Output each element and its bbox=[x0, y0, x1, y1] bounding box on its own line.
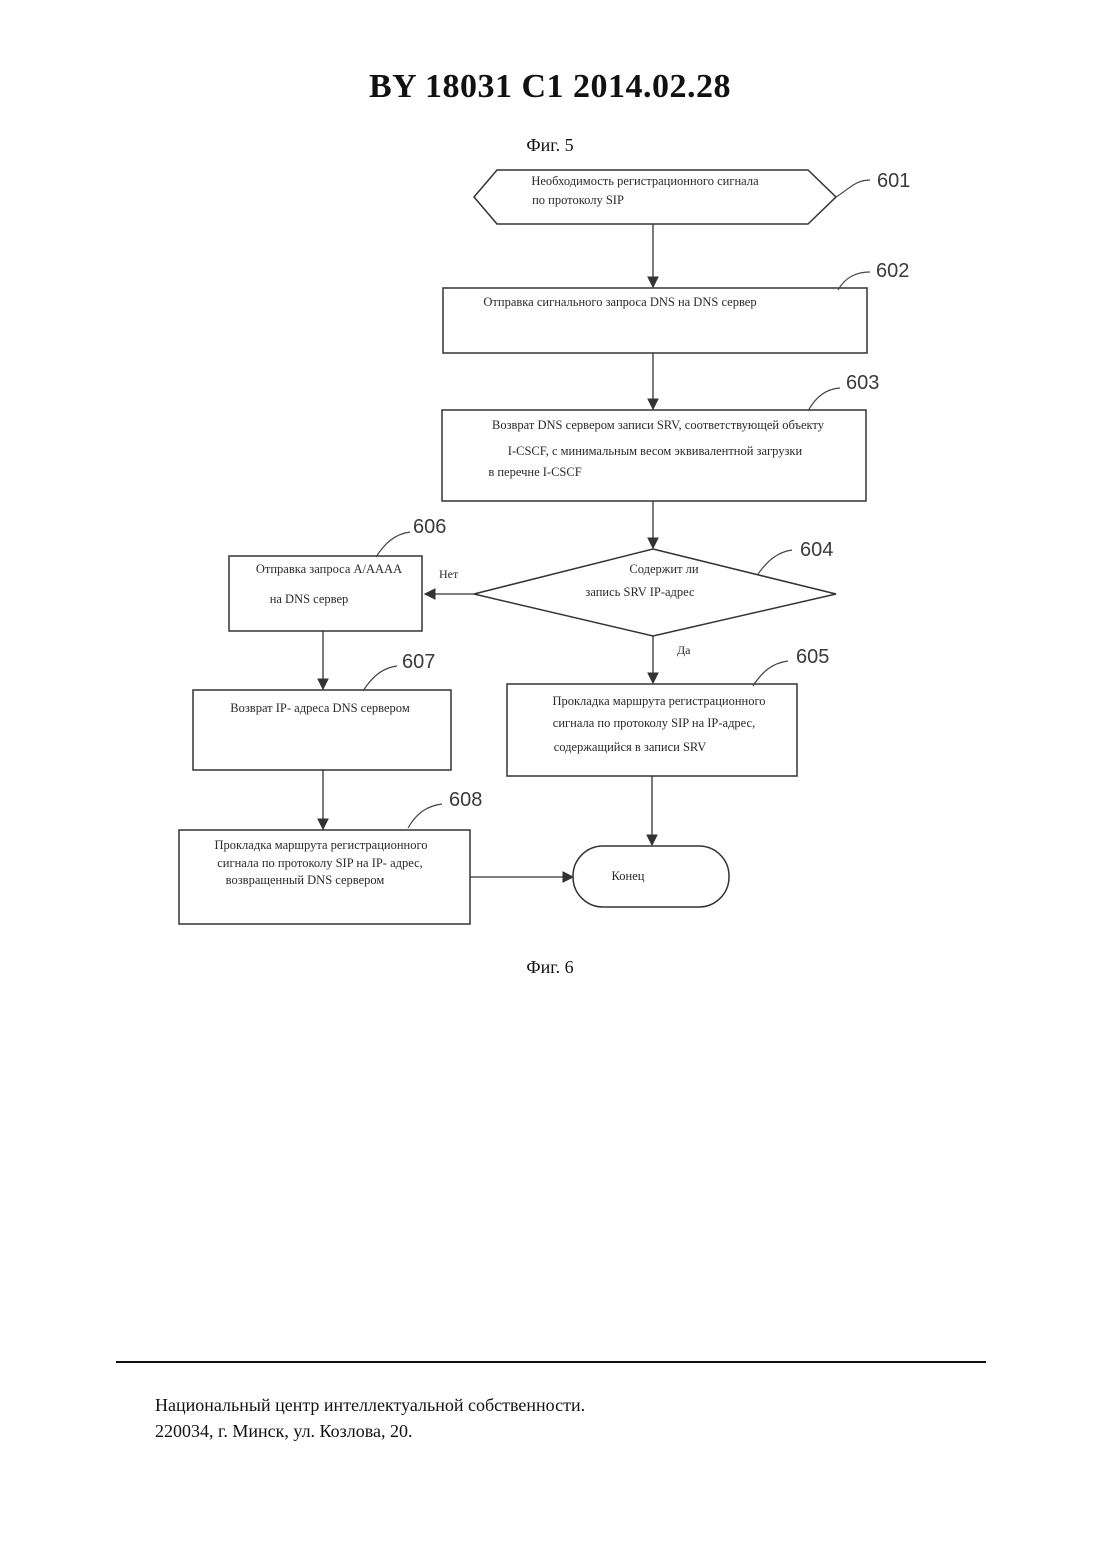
node-608-line-3: возвращенный DNS сервером bbox=[226, 873, 385, 887]
ref-602: 602 bbox=[876, 260, 909, 282]
node-end-label: Конец bbox=[612, 869, 645, 883]
ref-606: 606 bbox=[413, 516, 446, 538]
node-602-line-1: Отправка сигнального запроса DNS на DNS … bbox=[483, 295, 756, 309]
node-607-line-1: Возврат IP- адреса DNS сервером bbox=[230, 701, 410, 715]
footer-line-2: 220034, г. Минск, ул. Козлова, 20. bbox=[155, 1418, 585, 1444]
ref-608-leader bbox=[408, 804, 442, 828]
node-end-shape bbox=[573, 846, 729, 907]
footer-line-1: Национальный центр интеллектуальной собс… bbox=[155, 1392, 585, 1418]
node-603-line-2: I-CSCF, с минимальным весом эквивалентно… bbox=[508, 444, 803, 458]
ref-606-leader bbox=[376, 532, 410, 557]
footer: Национальный центр интеллектуальной собс… bbox=[155, 1392, 585, 1444]
node-608-line-2: сигнала по протоколу SIP на IP- адрес, bbox=[217, 856, 423, 870]
ref-605-leader bbox=[753, 661, 788, 686]
ref-607-leader bbox=[363, 666, 397, 691]
node-605-line-2: сигнала по протоколу SIP на IP-адрес, bbox=[553, 716, 755, 730]
ref-605: 605 bbox=[796, 646, 829, 668]
node-606-line-1: Отправка запроса A/AAAA bbox=[256, 562, 402, 576]
ref-601: 601 bbox=[877, 170, 910, 192]
flowchart: Необходимость регистрационного сигнала п… bbox=[0, 0, 1100, 1000]
figure-6-caption: Фиг. 6 bbox=[450, 957, 650, 978]
node-603-line-3: в перечне I-CSCF bbox=[488, 465, 581, 479]
node-603-line-1: Возврат DNS сервером записи SRV, соответ… bbox=[492, 418, 825, 432]
node-605-line-1: Прокладка маршрута регистрационного bbox=[552, 694, 765, 708]
label-no: Нет bbox=[439, 567, 459, 581]
ref-607: 607 bbox=[402, 651, 435, 673]
node-604-line-2: запись SRV IP-адрес bbox=[585, 585, 695, 599]
ref-608: 608 bbox=[449, 789, 482, 811]
node-604-line-1: Содержит ли bbox=[629, 562, 699, 576]
ref-604: 604 bbox=[800, 539, 833, 561]
node-606-line-2: на DNS сервер bbox=[270, 592, 349, 606]
ref-603-leader bbox=[808, 388, 840, 411]
footer-divider bbox=[116, 1361, 986, 1363]
node-601-line-1: Необходимость регистрационного сигнала bbox=[531, 174, 759, 188]
label-yes: Да bbox=[677, 643, 691, 657]
node-601-line-2: по протоколу SIP bbox=[532, 193, 624, 207]
ref-601-leader bbox=[836, 180, 870, 197]
node-608-line-1: Прокладка маршрута регистрационного bbox=[214, 838, 427, 852]
ref-604-leader bbox=[758, 550, 792, 574]
node-605-line-3: содержащийся в записи SRV bbox=[554, 740, 707, 754]
ref-603: 603 bbox=[846, 372, 879, 394]
